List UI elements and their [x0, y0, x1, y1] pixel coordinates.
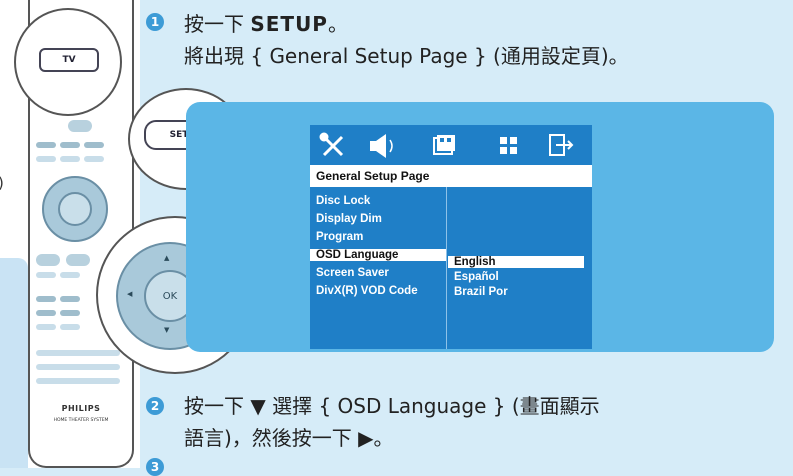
menu-title: General Setup Page — [310, 165, 592, 187]
step-2-line-2: 語言)，然後按一下 ▶。 — [184, 426, 394, 450]
left-blue-tab — [0, 258, 28, 468]
remote-button — [68, 120, 92, 132]
setup-tools-icon — [319, 132, 344, 157]
step-number: 3 — [146, 458, 164, 476]
option-espanol[interactable]: Español — [454, 271, 499, 283]
option-english[interactable]: English — [448, 256, 584, 268]
remote-button — [60, 310, 80, 316]
step-1-line-1: 按一下 SETUP。 — [184, 12, 348, 36]
remote-button — [36, 142, 56, 148]
option-brazil-por[interactable]: Brazil Por — [454, 286, 508, 298]
remote-button — [36, 378, 120, 384]
remote-button — [60, 156, 80, 162]
remote-button — [60, 272, 80, 278]
menu-item-osd-language[interactable]: OSD Language — [310, 249, 446, 261]
remote-button — [66, 254, 90, 266]
step-1-line-2: 將出現 { General Setup Page } (通用設定頁)。 — [184, 44, 629, 68]
remote-button — [36, 350, 120, 356]
remote-button — [36, 296, 56, 302]
exit-icon — [549, 134, 574, 156]
menu-divider — [446, 187, 447, 349]
step-number: 2 — [146, 397, 164, 415]
osd-menu: General Setup Page Disc Lock Display Dim… — [310, 125, 592, 349]
remote-button — [36, 156, 56, 162]
menu-item-display-dim[interactable]: Display Dim — [316, 213, 382, 225]
remote-nav-center — [58, 192, 92, 226]
menu-icon-bar — [319, 132, 574, 158]
remote-button — [36, 254, 60, 266]
speaker-icon — [370, 134, 393, 158]
remote-button — [36, 364, 120, 370]
menu-item-divx-vod[interactable]: DivX(R) VOD Code — [316, 285, 418, 297]
remote-button — [60, 142, 80, 148]
remote-button — [36, 272, 56, 278]
menu-item-program[interactable]: Program — [316, 231, 364, 243]
remote-button — [36, 324, 56, 330]
menu-item-screen-saver[interactable]: Screen Saver — [316, 267, 389, 279]
step-number: 1 — [146, 13, 164, 31]
remote-button — [60, 324, 80, 330]
brand-logo: PHILIPS — [61, 404, 101, 413]
brand-subtitle: HOME THEATER SYSTEM — [53, 418, 109, 423]
tv-button[interactable]: TV — [39, 48, 99, 72]
step-2-line-1: 按一下 ▼ 選擇 { OSD Language } (畫面顯示 — [184, 394, 600, 418]
remote-button — [84, 156, 104, 162]
left-arrow-icon: ◀ — [127, 290, 133, 298]
remote-button — [84, 142, 104, 148]
up-arrow-icon: ▲ — [164, 254, 170, 262]
video-icon — [433, 135, 455, 155]
menu-item-disc-lock[interactable]: Disc Lock — [316, 195, 371, 207]
cut-off-text: ) — [0, 174, 4, 192]
down-arrow-icon: ▼ — [164, 326, 170, 334]
remote-button — [36, 310, 56, 316]
remote-button — [60, 296, 80, 302]
preference-icon — [500, 137, 517, 154]
